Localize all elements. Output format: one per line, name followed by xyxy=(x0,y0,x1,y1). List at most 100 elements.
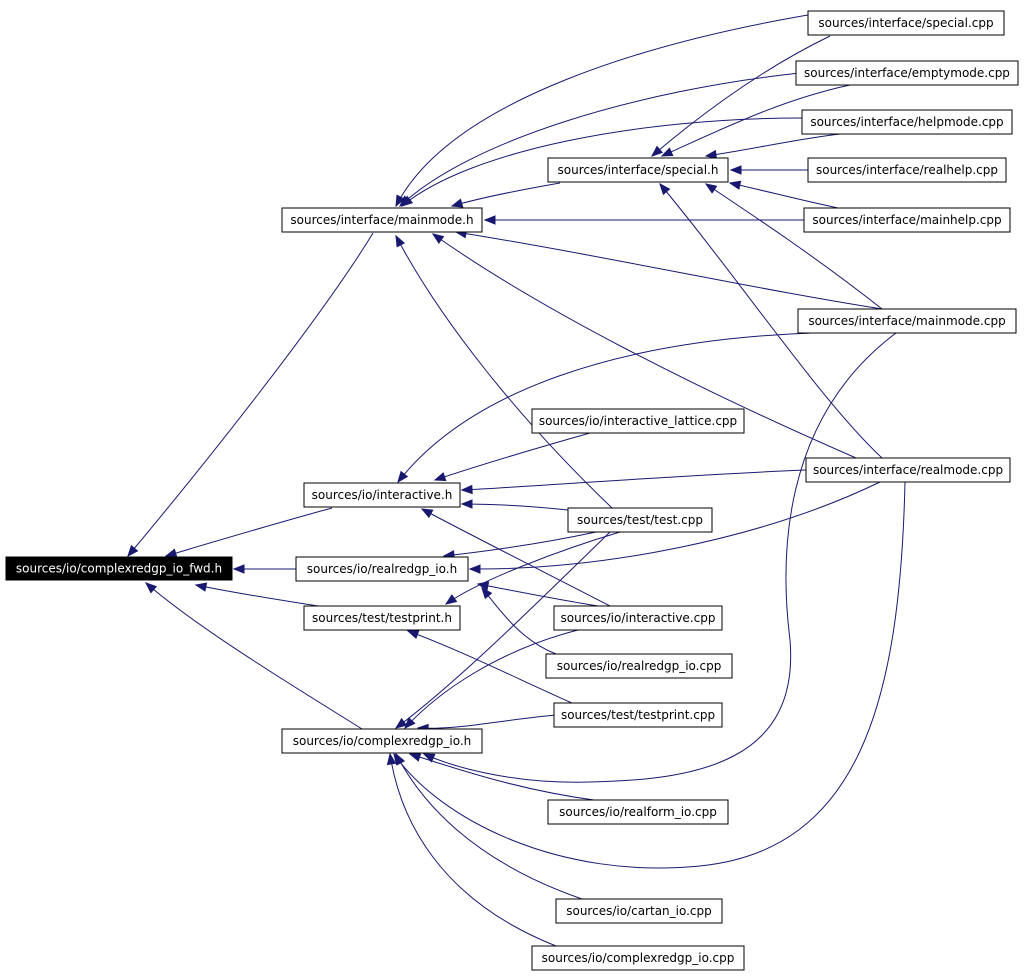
node-box xyxy=(555,898,723,924)
arrowhead xyxy=(460,499,473,509)
node-label: sources/io/complexredgp_io_fwd.h xyxy=(16,562,222,576)
node-label: sources/interface/special.h xyxy=(558,163,719,177)
node-interactive-cpp[interactable]: sources/io/interactive.cpp xyxy=(553,605,723,631)
edge-mainmode_cpp-to-special_h xyxy=(704,183,883,310)
edge-line xyxy=(661,84,851,157)
edge-special_cpp-to-mainmode_h xyxy=(395,10,833,208)
edge-line xyxy=(705,133,841,157)
arrowhead xyxy=(729,165,742,175)
node-label: sources/interface/emptymode.cpp xyxy=(804,66,1010,80)
edge-line xyxy=(651,35,831,157)
edge-cartan_io_cpp-to-complexredgp_io_h xyxy=(395,752,583,900)
edge-testprint_cpp-to-testprint_h xyxy=(406,630,573,704)
node-label: sources/interface/mainhelp.cpp xyxy=(812,213,1001,227)
node-fwd[interactable]: sources/io/complexredgp_io_fwd.h xyxy=(5,556,233,581)
node-label: sources/interface/special.cpp xyxy=(818,16,993,30)
arrowhead xyxy=(420,508,434,519)
node-box xyxy=(545,653,733,679)
node-box xyxy=(531,945,745,971)
node-label: sources/io/complexredgp_io.cpp xyxy=(542,951,735,965)
node-label: sources/test/testprint.cpp xyxy=(561,708,715,722)
node-box xyxy=(281,207,483,233)
node-test-cpp[interactable]: sources/test/test.cpp xyxy=(567,507,713,533)
edge-line xyxy=(705,183,883,310)
edges-layer xyxy=(127,10,906,947)
edge-special_h-to-mainmode_h xyxy=(450,182,561,208)
node-box xyxy=(795,60,1019,86)
edge-helpmode_cpp-to-mainmode_h xyxy=(400,117,803,207)
edge-test_cpp-to-realredgp_io_h xyxy=(442,531,597,560)
node-box xyxy=(295,556,469,582)
edge-line xyxy=(409,753,595,801)
arrowhead xyxy=(395,234,406,248)
nodes-layer: sources/io/complexredgp_io_fwd.h sources/… xyxy=(5,10,1019,971)
node-realredgp-io-cpp[interactable]: sources/io/realredgp_io.cpp xyxy=(545,653,733,679)
edge-line xyxy=(477,583,599,607)
edge-line xyxy=(395,531,611,729)
node-interactive-lattice-cpp[interactable]: sources/io/interactive_lattice.cpp xyxy=(531,408,745,434)
node-mainmode-cpp[interactable]: sources/interface/mainmode.cpp xyxy=(797,308,1017,334)
arrowhead xyxy=(450,198,464,208)
node-box xyxy=(5,556,233,581)
node-realform-io-cpp[interactable]: sources/io/realform_io.cpp xyxy=(547,799,729,825)
edge-line xyxy=(393,481,906,869)
node-mainmode-h[interactable]: sources/interface/mainmode.h xyxy=(281,207,483,233)
edge-mainhelp_cpp-to-mainmode_h xyxy=(483,215,804,225)
edge-test_cpp-to-complexredgp_io_h xyxy=(394,531,611,729)
node-box xyxy=(803,207,1011,233)
edge-line xyxy=(461,503,569,511)
node-box xyxy=(547,157,729,183)
arrowhead xyxy=(468,564,481,574)
node-realmode-cpp[interactable]: sources/interface/realmode.cpp xyxy=(805,457,1011,483)
node-label: sources/io/complexredgp_io.h xyxy=(293,734,472,748)
arrowhead xyxy=(431,233,445,244)
node-label: sources/interface/realhelp.cpp xyxy=(816,163,998,177)
arrowhead xyxy=(232,564,245,574)
edge-line xyxy=(401,117,803,207)
node-emptymode-cpp[interactable]: sources/interface/emptymode.cpp xyxy=(795,60,1019,86)
node-complexredgp-io-cpp[interactable]: sources/io/complexredgp_io.cpp xyxy=(531,945,745,971)
node-box xyxy=(801,109,1013,135)
node-complexredgp-io-h[interactable]: sources/io/complexredgp_io.h xyxy=(281,728,483,754)
edge-realhelp_cpp-to-special_h xyxy=(729,165,808,175)
edge-interactive_h-to-fwd xyxy=(164,507,333,558)
edge-realmode_cpp-to-realredgp_io_h xyxy=(468,481,881,574)
edge-mainhelp_cpp-to-special_h xyxy=(728,180,839,209)
arrowhead xyxy=(483,215,496,225)
arrowhead xyxy=(433,472,447,482)
arrowhead xyxy=(127,544,139,558)
node-special-cpp[interactable]: sources/interface/special.cpp xyxy=(807,10,1005,36)
edge-line xyxy=(417,714,557,729)
edge-testprint_h-to-fwd xyxy=(194,582,319,607)
arrowhead xyxy=(659,182,671,196)
edge-line xyxy=(195,584,319,607)
node-testprint-h[interactable]: sources/test/testprint.h xyxy=(303,605,461,631)
node-realredgp-io-h[interactable]: sources/io/realredgp_io.h xyxy=(295,556,469,582)
node-cartan-io-cpp[interactable]: sources/io/cartan_io.cpp xyxy=(555,898,723,924)
node-testprint-cpp[interactable]: sources/test/testprint.cpp xyxy=(553,702,723,728)
edge-interactive_cpp-to-interactive_h xyxy=(420,508,611,607)
edge-interactive_cpp-to-complexredgp_io_h xyxy=(404,629,579,729)
node-box xyxy=(553,702,723,728)
arrowhead xyxy=(395,194,405,208)
node-special-h[interactable]: sources/interface/special.h xyxy=(547,157,729,183)
arrowhead xyxy=(394,717,408,729)
node-box xyxy=(553,605,723,631)
edge-realredgp_io_h-to-fwd xyxy=(232,564,296,574)
edge-realmode_cpp-to-mainmode_h xyxy=(431,233,857,459)
node-box xyxy=(531,408,745,434)
node-realhelp-cpp[interactable]: sources/interface/realhelp.cpp xyxy=(807,157,1007,183)
node-label: sources/io/interactive.h xyxy=(312,488,453,502)
node-label: sources/interface/mainmode.cpp xyxy=(808,314,1005,328)
node-box xyxy=(807,10,1005,36)
node-box xyxy=(567,507,713,533)
node-label: sources/io/interactive.cpp xyxy=(561,611,716,625)
node-helpmode-cpp[interactable]: sources/interface/helpmode.cpp xyxy=(801,109,1013,135)
node-mainhelp-cpp[interactable]: sources/interface/mainhelp.cpp xyxy=(803,207,1011,233)
arrowhead xyxy=(422,753,436,763)
node-label: sources/io/cartan_io.cpp xyxy=(566,904,712,918)
node-interactive-h[interactable]: sources/io/interactive.h xyxy=(303,482,461,508)
edge-realform_io_cpp-to-complexredgp_io_h xyxy=(408,752,595,801)
edge-complexredgp_io_cpp-to-complexredgp_io_h xyxy=(386,752,557,947)
edge-line xyxy=(404,629,579,729)
